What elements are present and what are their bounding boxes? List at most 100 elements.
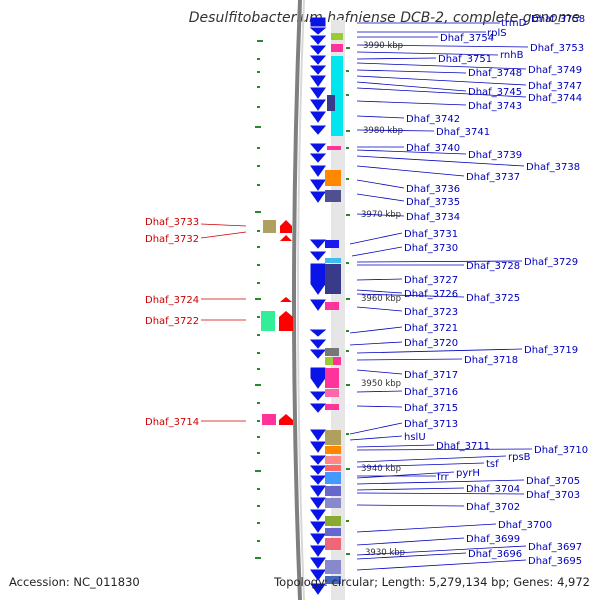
gene-label[interactable]: Dhaf_3711 xyxy=(436,441,490,452)
tick-mark xyxy=(257,436,260,438)
gene-arrow xyxy=(310,99,326,111)
function-block xyxy=(325,560,341,574)
gene-label[interactable]: frr xyxy=(437,472,449,483)
gene-label[interactable]: Dhaf_3713 xyxy=(404,419,458,430)
tick-mark xyxy=(257,334,260,336)
gene-label[interactable]: Dhaf_3696 xyxy=(468,549,522,560)
connector-line xyxy=(349,232,403,245)
tick-mark xyxy=(257,40,263,42)
connector-line xyxy=(356,369,403,375)
gene-label[interactable]: Dhaf_3743 xyxy=(468,101,522,112)
gene-label[interactable]: Dhaf_3731 xyxy=(404,229,458,240)
gene-label[interactable]: Dhaf_3730 xyxy=(404,243,458,254)
connector-line xyxy=(356,100,467,106)
connector-line xyxy=(356,545,527,556)
gene-label[interactable]: Dhaf_3714 xyxy=(145,417,199,428)
gene-label[interactable]: Dhaf_3734 xyxy=(406,212,460,223)
tick-mark xyxy=(255,298,261,300)
gene-label[interactable]: Dhaf_3727 xyxy=(404,275,458,286)
gene-label[interactable]: Dhaf_3703 xyxy=(526,490,580,501)
connector-line xyxy=(349,341,403,346)
gene-label[interactable]: Dhaf_3705 xyxy=(526,476,580,487)
gene-label[interactable]: Dhaf_3719 xyxy=(524,345,578,356)
gene-label[interactable]: rplS xyxy=(487,28,507,39)
tick-mark xyxy=(257,147,260,149)
gene-label[interactable]: Dhaf_3724 xyxy=(145,295,199,306)
gene-label[interactable]: Dhaf_3733 xyxy=(145,217,199,228)
gene-label[interactable]: Dhaf_3737 xyxy=(466,172,520,183)
gene-label[interactable]: Dhaf_3745 xyxy=(468,87,522,98)
gene-label[interactable]: Dhaf_3720 xyxy=(404,338,458,349)
gene-label[interactable]: Dhaf_3738 xyxy=(526,162,580,173)
gene-label[interactable]: rpsB xyxy=(508,452,531,463)
gene-label[interactable]: Dhaf_3739 xyxy=(468,150,522,161)
gene-arrow xyxy=(279,311,293,331)
tick-mark xyxy=(346,130,350,132)
connector-line xyxy=(349,422,403,435)
gene-label[interactable]: Dhaf_3740 xyxy=(406,143,460,154)
gene-label[interactable]: Dhaf_3753 xyxy=(530,43,584,54)
connector-line xyxy=(356,289,403,294)
gene-label[interactable]: Dhaf_3716 xyxy=(404,387,458,398)
gene-label[interactable]: Dhaf_3749 xyxy=(528,65,582,76)
gene-label[interactable]: Dhaf_3717 xyxy=(404,370,458,381)
function-block xyxy=(325,430,341,445)
gene-label[interactable]: trmD xyxy=(501,18,527,29)
gene-label[interactable]: Dhaf_3695 xyxy=(528,556,582,567)
gene-label[interactable]: Dhaf_3697 xyxy=(528,542,582,553)
gene-label[interactable]: Dhaf_3741 xyxy=(436,127,490,138)
gene-arrow xyxy=(310,299,326,311)
gene-label[interactable]: Dhaf_3744 xyxy=(528,93,582,104)
gene-arrow xyxy=(310,569,326,581)
tick-mark xyxy=(257,264,260,266)
connector-line xyxy=(356,69,467,74)
gene-label[interactable]: pyrH xyxy=(456,468,480,479)
gene-label[interactable]: Dhaf_3718 xyxy=(464,355,518,366)
connector-line xyxy=(356,487,465,491)
function-block xyxy=(325,348,339,356)
genome-axis-highlight xyxy=(297,0,305,600)
right-label-connectors xyxy=(349,22,533,571)
gene-label[interactable]: Dhaf_3728 xyxy=(466,261,520,272)
gene-label[interactable]: Dhaf_3702 xyxy=(466,502,520,513)
gene-label[interactable]: Dhaf_3700 xyxy=(498,520,552,531)
gene-label[interactable]: hslU xyxy=(404,432,426,443)
gene-label[interactable]: Dhaf_3747 xyxy=(528,81,582,92)
gene-label[interactable]: Dhaf_3725 xyxy=(466,293,520,304)
tick-mark xyxy=(346,553,350,555)
gene-arrow xyxy=(309,475,327,485)
tick-mark xyxy=(257,352,260,354)
gene-label[interactable]: Dhaf_3699 xyxy=(466,534,520,545)
connector-line xyxy=(356,57,437,60)
gene-label[interactable]: Dhaf_3704 xyxy=(466,484,520,495)
gene-label[interactable]: Dhaf_3748 xyxy=(468,68,522,79)
gene-label[interactable]: Dhaf_3715 xyxy=(404,403,458,414)
connector-line xyxy=(356,358,463,361)
gene-label[interactable]: Dhaf_3732 xyxy=(145,234,199,245)
gene-label[interactable]: Dhaf_3721 xyxy=(404,323,458,334)
gene-label[interactable]: Dhaf_3729 xyxy=(524,257,578,268)
connector-line xyxy=(356,348,523,354)
tick-mark xyxy=(257,488,260,490)
gene-label[interactable]: Dhaf_3735 xyxy=(406,197,460,208)
gene-label[interactable]: Dhaf_3723 xyxy=(404,307,458,318)
function-block xyxy=(262,414,276,425)
function-block xyxy=(325,368,339,388)
gene-label[interactable]: tsf xyxy=(486,459,499,470)
gene-label[interactable]: Dhaf_3736 xyxy=(406,184,460,195)
gene-label[interactable]: Dhaf_3726 xyxy=(404,289,458,300)
gene-label[interactable]: Dhaf_3754 xyxy=(440,33,494,44)
connector-line xyxy=(356,455,507,463)
gene-label[interactable]: Dhaf_3722 xyxy=(145,316,199,327)
gene-label[interactable]: Dhaf_3758 xyxy=(531,14,585,25)
connector-line xyxy=(356,492,525,495)
gene-label[interactable]: Dhaf_3710 xyxy=(534,445,588,456)
gene-label[interactable]: rnhB xyxy=(500,50,524,61)
tick-mark xyxy=(346,70,349,72)
connector-line xyxy=(356,444,435,448)
gene-label[interactable]: Dhaf_3742 xyxy=(406,114,460,125)
gene-label[interactable]: Dhaf_3751 xyxy=(438,54,492,65)
connector-line xyxy=(356,81,467,92)
connector-line xyxy=(356,523,497,533)
